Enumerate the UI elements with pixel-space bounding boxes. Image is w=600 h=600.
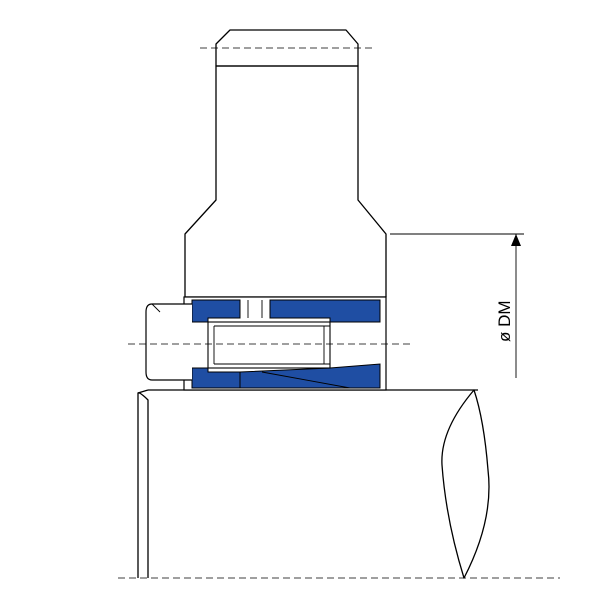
shaft xyxy=(118,389,560,579)
dimension-dm: ø DM xyxy=(390,233,524,378)
screw-bore xyxy=(207,321,331,369)
hub-body xyxy=(184,65,387,298)
shaft-end-face xyxy=(137,392,149,578)
lower-ring-right xyxy=(239,363,381,389)
dimension-arrowhead xyxy=(511,234,521,246)
lower-ring-taper-line xyxy=(261,371,351,389)
hub xyxy=(184,29,387,298)
bolt-head xyxy=(145,303,192,381)
dimension-label: ø DM xyxy=(495,300,514,342)
shaft-top-edge-left xyxy=(137,389,149,394)
shaft-break-section xyxy=(441,389,490,579)
bolt-head-chamfer-top xyxy=(151,303,161,313)
locking-assembly xyxy=(128,296,412,391)
